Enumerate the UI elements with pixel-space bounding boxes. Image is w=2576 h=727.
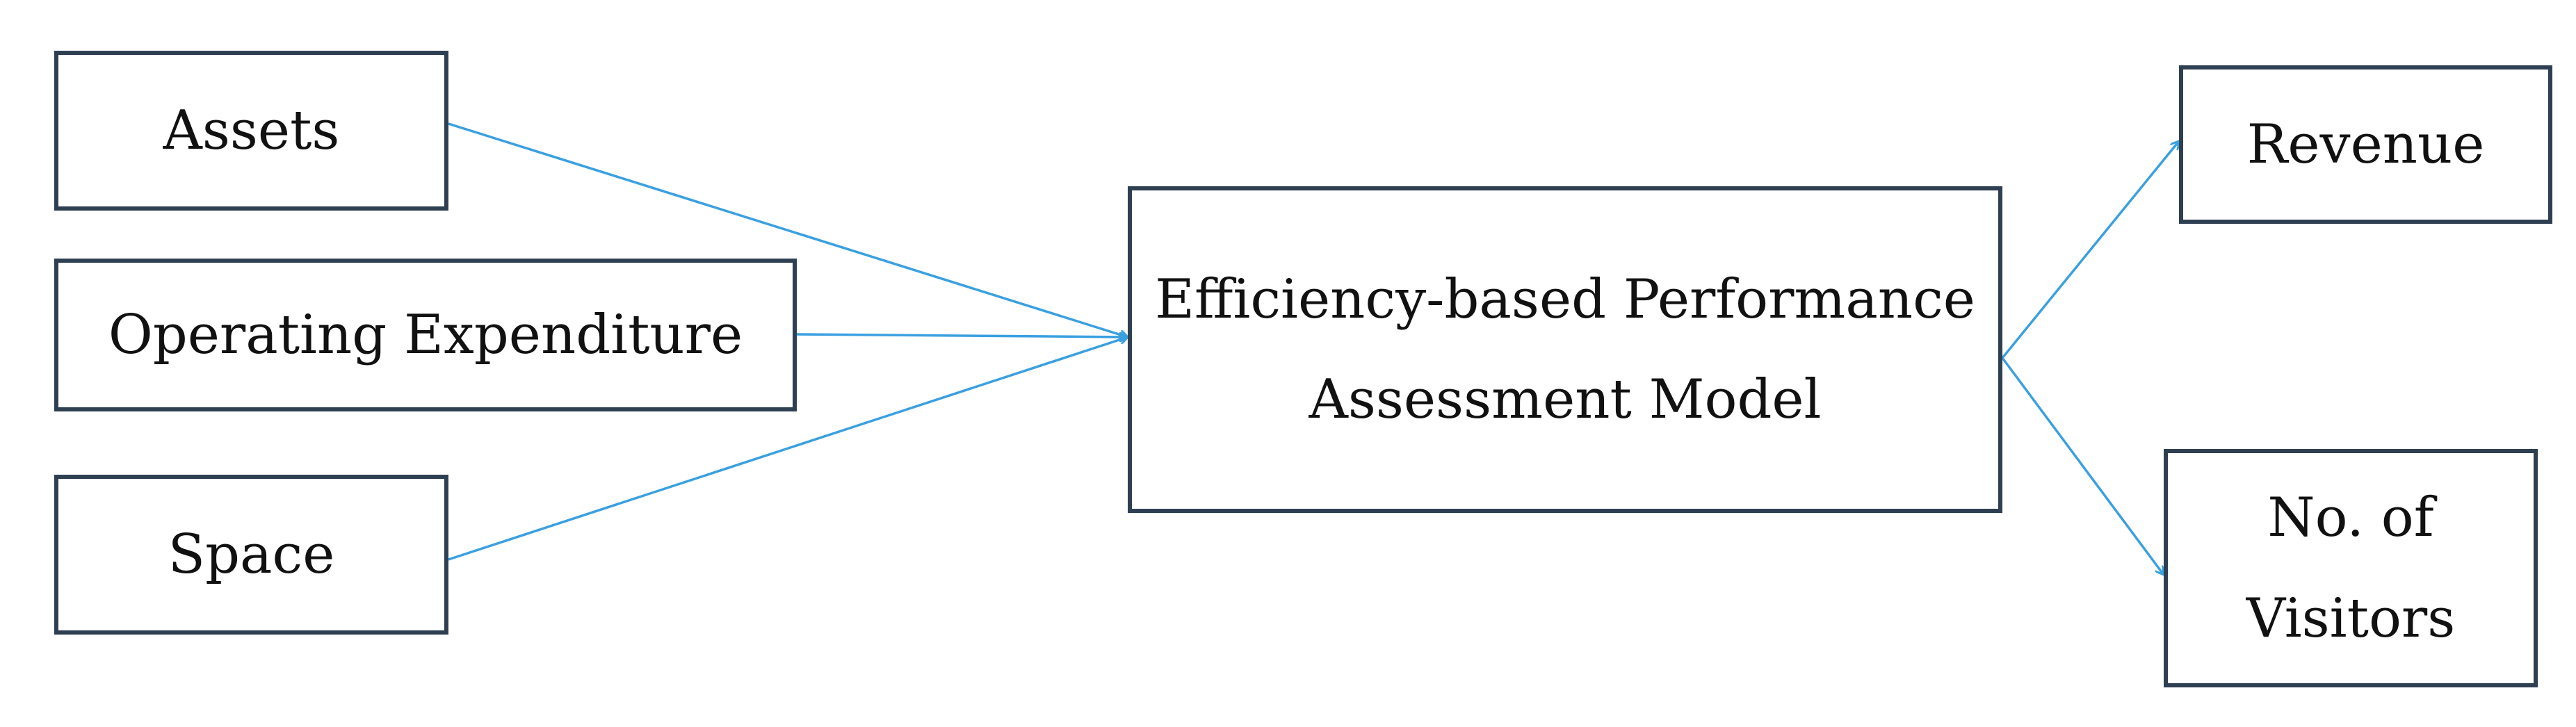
- output-box-revenue: Revenue: [2179, 65, 2552, 224]
- input-label-operating-expenditure: Operating Expenditure: [108, 303, 743, 366]
- arrow-model-to-revenue: [2001, 141, 2179, 359]
- output-label-visitors-line2: Visitors: [2246, 587, 2456, 650]
- input-label-space: Space: [168, 523, 335, 586]
- model-label-line2: Assessment Model: [1309, 368, 1822, 431]
- output-label-revenue: Revenue: [2246, 113, 2485, 176]
- output-box-visitors: No. of Visitors: [2164, 449, 2538, 687]
- input-box-space: Space: [54, 475, 448, 635]
- input-label-assets: Assets: [163, 99, 340, 162]
- output-label-visitors-line1: No. of: [2267, 487, 2434, 550]
- arrow-assets-to-model: [448, 122, 1128, 337]
- arrow-model-to-visitors: [2001, 357, 2164, 575]
- input-box-operating-expenditure: Operating Expenditure: [54, 259, 797, 411]
- model-label-line1: Efficiency-based Performance: [1155, 268, 1975, 331]
- arrow-space-to-model: [448, 337, 1128, 561]
- model-box: Efficiency-based Performance Assessment …: [1128, 186, 2002, 513]
- arrow-opex-to-model: [796, 334, 1128, 337]
- input-box-assets: Assets: [54, 51, 448, 211]
